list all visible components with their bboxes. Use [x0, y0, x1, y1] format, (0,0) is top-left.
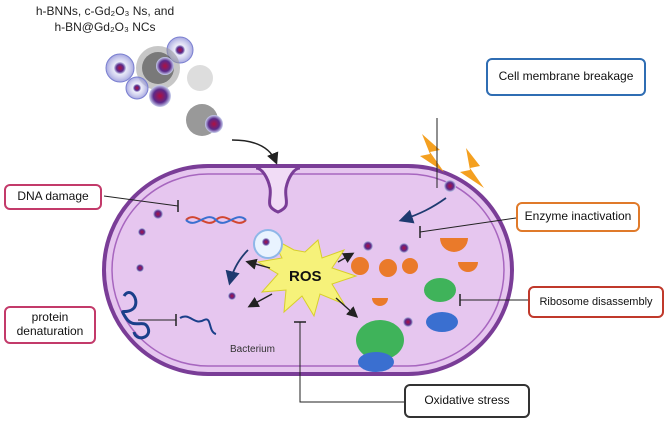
ribosome-disassembly-label: Ribosome disassembly — [528, 286, 664, 318]
ros-label: ROS — [289, 268, 322, 285]
vesicle-arrow — [225, 249, 249, 286]
oxidative-stress-label: Oxidative stress — [404, 384, 530, 418]
protein-denaturation-label: protein denaturation — [4, 306, 96, 344]
title-line-1: h-BNNs, c-Gd₂O₃ Ns, and — [35, 4, 175, 18]
dna-damage-inhibitor — [103, 195, 179, 207]
ros-arrow-left — [245, 258, 271, 270]
bacterium-inner-membrane — [111, 173, 505, 367]
bacterium-label: Bacterium — [230, 344, 276, 355]
enzyme-group — [351, 238, 478, 306]
membrane-to-cell-arrow — [398, 197, 447, 224]
endocytosis-pocket — [255, 166, 301, 214]
enzyme-inhibitor — [419, 217, 517, 233]
nanoparticle-cluster — [105, 36, 223, 136]
enzyme-inactivation-label: Enzyme inactivation — [516, 202, 640, 232]
denatured-protein — [121, 264, 236, 340]
ros-arrow-down-right — [335, 297, 359, 318]
ribosome-group — [356, 278, 458, 372]
lightning-bolt-icon — [420, 134, 444, 172]
cell-membrane-breakage-label: Cell membrane breakage — [486, 58, 646, 96]
ros-arrow-up-right — [337, 252, 355, 264]
entry-arrow — [231, 139, 279, 165]
oxidative-stress-connector — [299, 322, 404, 403]
lightning-bolt-icon — [460, 148, 484, 188]
dna-damage-label: DNA damage — [4, 184, 102, 210]
ros-arrow-down-left — [247, 293, 273, 308]
title-line-2: h-BN@Gd₂O₃ NCs — [54, 20, 156, 34]
dna-helix — [138, 209, 247, 236]
